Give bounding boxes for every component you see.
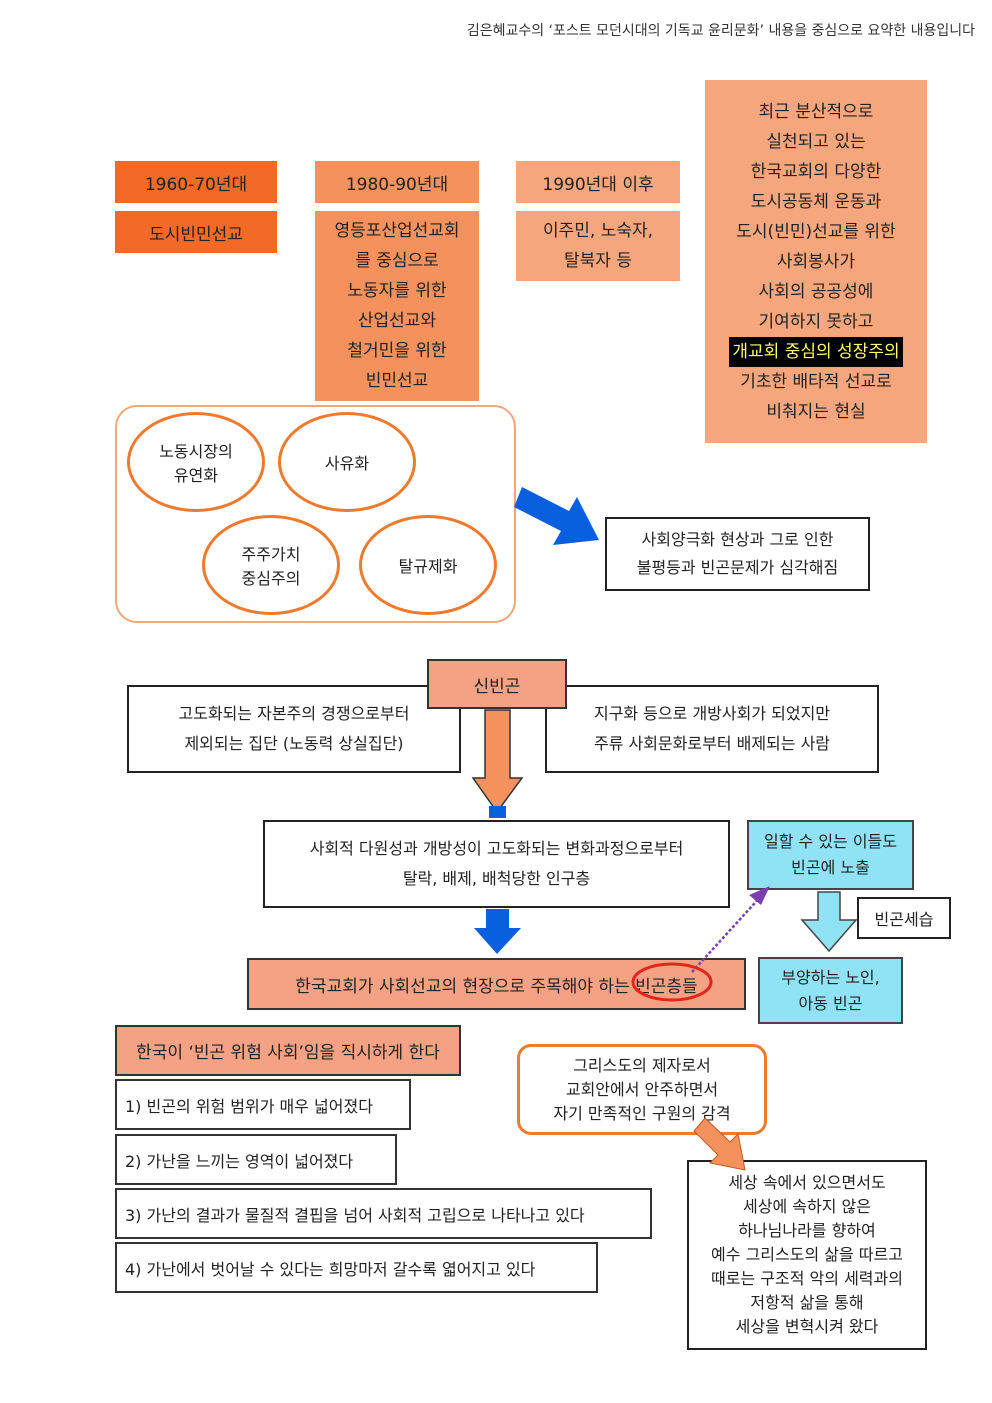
recent-text-before: 최근 분산적으로 실천되고 있는 한국교회의 다양한 도시공동체 운동과 도시(… bbox=[736, 101, 896, 332]
cause-labor-flexibility: 노동시장의 유연화 bbox=[127, 412, 265, 512]
header-note: 김은혜교수의 ‘포스트 모던시대의 기독교 윤리문화’ 내용을 중심으로 요약한… bbox=[466, 23, 975, 39]
arrow-complacent-to-transforming bbox=[693, 1117, 746, 1171]
working-poor: 일할 수 있는 이들도 빈곤에 노출 bbox=[747, 820, 914, 890]
dependent-poverty: 부양하는 노인, 아동 빈곤 bbox=[758, 957, 903, 1024]
era1-body: 도시빈민선교 bbox=[115, 211, 277, 253]
excluded-from-competition: 고도화되는 자본주의 경쟁으로부터 제외되는 집단 (노동력 상실집단) bbox=[127, 685, 461, 773]
cause-shareholder-value: 주주가치 중심주의 bbox=[202, 515, 340, 615]
risk-point-1: 1) 빈곤의 위험 범위가 매우 넓어졌다 bbox=[115, 1079, 411, 1130]
recent-text-after: 기초한 배타적 선교로 비춰지는 현실 bbox=[740, 371, 892, 422]
recent-reality-box: 최근 분산적으로 실천되고 있는 한국교회의 다양한 도시공동체 운동과 도시(… bbox=[705, 80, 927, 443]
arrow-causes-to-result bbox=[514, 487, 599, 545]
era3-title: 1990년대 이후 bbox=[516, 161, 680, 203]
era2-title: 1980-90년대 bbox=[315, 161, 479, 203]
complacent-disciple: 그리스도의 제자로서 교회안에서 안주하면서 자기 만족적인 구원의 감격 bbox=[517, 1044, 767, 1135]
marginalized-population: 사회적 다원성과 개방성이 고도화되는 변화과정으로부터 탈락, 배제, 배척당… bbox=[263, 820, 730, 908]
risk-point-3: 3) 가난의 결과가 물질적 결핍을 넘어 사회적 고립으로 나타나고 있다 bbox=[115, 1188, 652, 1239]
era1-title: 1960-70년대 bbox=[115, 161, 277, 203]
arrow-poor-to-working-head bbox=[749, 886, 770, 905]
target-poor-box: 한국교회가 사회선교의 현장으로 주목해야 하는 빈곤층들 bbox=[247, 958, 746, 1010]
cause-privatization: 사유화 bbox=[278, 412, 416, 512]
risk-society-title: 한국이 ‘빈곤 위험 사회’임을 직시하게 한다 bbox=[115, 1025, 461, 1076]
era2-body: 영등포산업선교회 를 중심으로 노동자를 위한 산업선교와 철거민을 위한 빈민… bbox=[315, 211, 479, 401]
arrow-middle-to-target bbox=[474, 909, 521, 954]
new-poverty-title: 신빈곤 bbox=[427, 659, 567, 709]
risk-point-4: 4) 가난에서 벗어날 수 있다는 희망마저 갈수록 엷어지고 있다 bbox=[115, 1242, 598, 1293]
risk-point-2: 2) 가난을 느끼는 영역이 넓어졌다 bbox=[115, 1134, 397, 1185]
causes-container bbox=[115, 405, 516, 623]
excluded-from-mainstream: 지구화 등으로 개방사회가 되었지만 주류 사회문화로부터 배제되는 사람 bbox=[545, 685, 879, 773]
transforming-disciple: 세상 속에서 있으면서도 세상에 속하지 않은 하나님나라를 향하여 예수 그리… bbox=[687, 1160, 927, 1350]
arrow-poor-to-working bbox=[691, 893, 764, 973]
era3-body: 이주민, 노숙자, 탈북자 등 bbox=[516, 211, 680, 281]
arrow-new-poverty-down bbox=[471, 709, 524, 814]
polarization-result: 사회양극화 현상과 그로 인한 불평등과 빈곤문제가 심각해짐 bbox=[605, 517, 870, 591]
red-circle-highlight bbox=[631, 962, 713, 1002]
cause-deregulation: 탈규제화 bbox=[359, 515, 497, 615]
arrow-new-poverty-blue-stem bbox=[489, 806, 506, 818]
arrow-working-to-dependents bbox=[800, 891, 858, 953]
poverty-inheritance-label: 빈곤세습 bbox=[857, 897, 951, 939]
recent-highlight: 개교회 중심의 성장주의 bbox=[729, 336, 903, 367]
